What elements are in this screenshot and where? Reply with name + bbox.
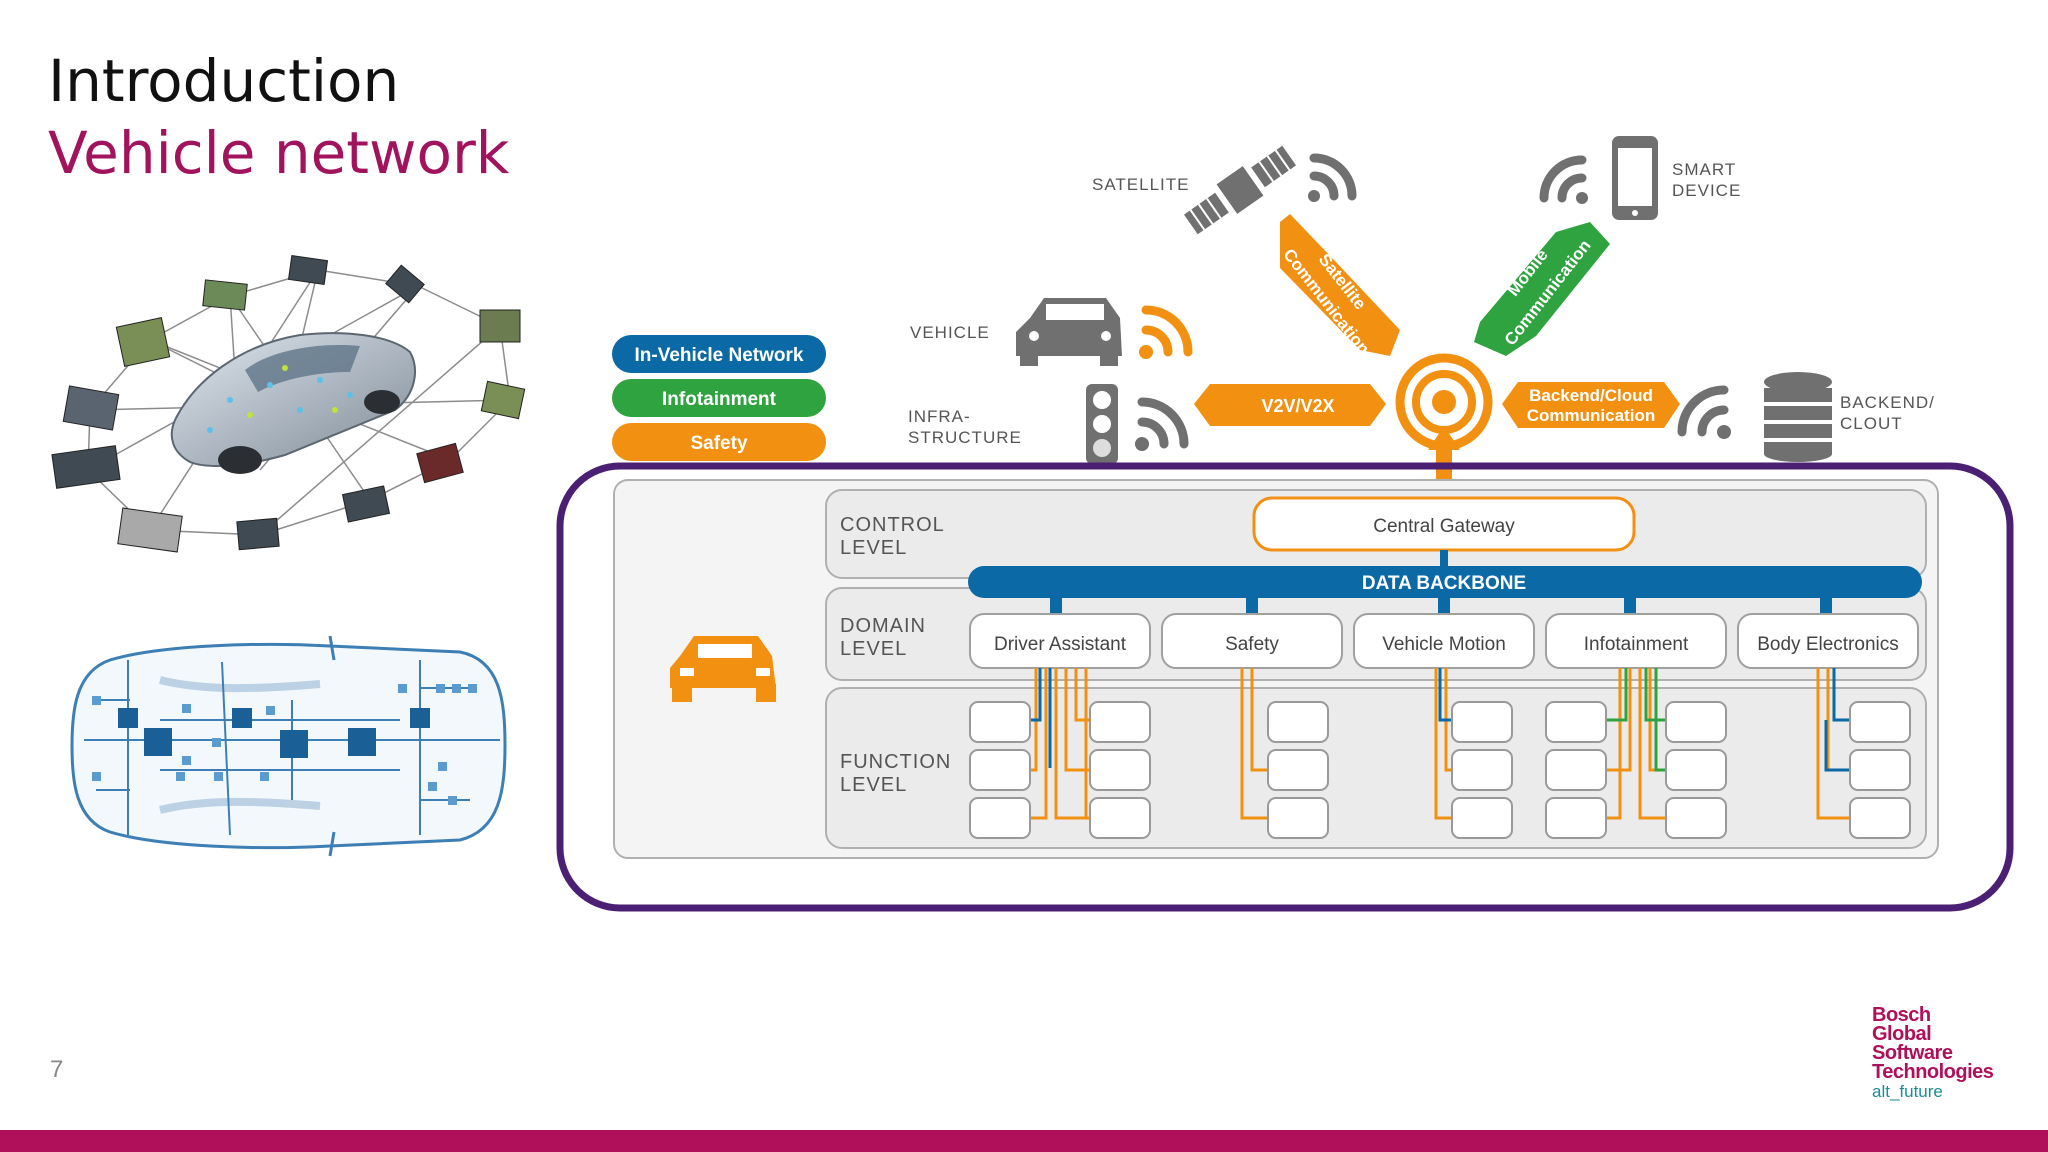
slide-title: Introduction bbox=[48, 47, 400, 115]
function-boxes bbox=[969, 701, 1911, 839]
legend-in-vehicle-pill bbox=[612, 335, 826, 373]
logo-line-3: Software bbox=[1872, 1042, 1953, 1064]
infrastructure-label-1: INFRA- bbox=[908, 407, 971, 426]
domain-level-label-2: LEVEL bbox=[840, 638, 907, 660]
smartphone-icon bbox=[1612, 136, 1658, 220]
infrastructure-label-2: STRUCTURE bbox=[908, 428, 1022, 447]
logo-line-2: Global bbox=[1872, 1023, 1932, 1045]
satellite-comm-arrow: Satellite Communication bbox=[1279, 214, 1400, 358]
logo-line-4: Technologies bbox=[1872, 1061, 1994, 1083]
backend-label-1: BACKEND/ bbox=[1840, 393, 1935, 412]
backend-comm-label-2: Communication bbox=[1527, 406, 1655, 425]
domain-safety-label: Safety bbox=[1225, 634, 1279, 655]
in-vehicle-network: CONTROL LEVEL Central Gateway DOMAIN LEV… bbox=[556, 462, 2014, 912]
wifi-icon bbox=[1135, 397, 1189, 451]
legend-infotainment: Infotainment bbox=[662, 389, 777, 410]
legend-safety: Safety bbox=[690, 433, 747, 454]
satellite-icon bbox=[1183, 145, 1297, 235]
domain-boxes: Driver Assistant Safety Vehicle Motion I… bbox=[969, 613, 1919, 669]
smart-device-label-1: SMART bbox=[1672, 160, 1736, 179]
domain-driver-assistant-label: Driver Assistant bbox=[994, 634, 1127, 655]
legend-infotainment-pill bbox=[612, 379, 826, 417]
function-level-label-1: FUNCTION bbox=[840, 751, 951, 773]
wifi-icon bbox=[1677, 385, 1731, 439]
central-gateway-label: Central Gateway bbox=[1373, 516, 1515, 537]
domain-driver-assistant bbox=[969, 613, 1151, 669]
function-level-label-2: LEVEL bbox=[840, 774, 907, 796]
data-backbone-label: DATA BACKBONE bbox=[1362, 573, 1526, 594]
backend-comm-label-1: Backend/Cloud bbox=[1529, 386, 1653, 405]
backend-label-2: CLOUT bbox=[1840, 414, 1903, 433]
logo-tagline: alt_future bbox=[1872, 1082, 1943, 1101]
backend-comm-arrow: Backend/Cloud Communication bbox=[1502, 382, 1680, 428]
bosch-logo: Bosch Global Software Technologies alt_f… bbox=[1872, 1004, 1994, 1101]
domain-infotainment bbox=[1545, 613, 1727, 669]
domain-vehicle-motion bbox=[1353, 613, 1535, 669]
mobile-comm-arrow: Mobile Communication bbox=[1474, 222, 1610, 356]
external-connectivity: SATELLITE SMART DEVICE bbox=[908, 136, 1935, 498]
logo-line-1: Bosch bbox=[1872, 1004, 1931, 1026]
footer-bar bbox=[0, 1130, 2048, 1152]
smart-device-label-2: DEVICE bbox=[1672, 181, 1741, 200]
legend-safety-pill bbox=[612, 423, 826, 461]
vehicle-boundary bbox=[556, 462, 2014, 912]
data-backbone bbox=[968, 566, 1922, 598]
legend-in-vehicle: In-Vehicle Network bbox=[635, 345, 804, 366]
car-topview-diagram bbox=[70, 635, 507, 857]
vehicle-car-icon bbox=[670, 636, 776, 702]
traffic-light-icon bbox=[1086, 384, 1118, 464]
control-level-label-1: CONTROL bbox=[840, 514, 945, 536]
database-icon bbox=[1764, 372, 1832, 462]
v2v-label: V2V/V2X bbox=[1261, 396, 1334, 416]
page-number: 7 bbox=[50, 1056, 64, 1083]
satellite-label: SATELLITE bbox=[1092, 175, 1190, 194]
wifi-icon bbox=[1139, 305, 1193, 359]
legend: In-Vehicle Network Infotainment Safety bbox=[612, 335, 826, 461]
domain-vehicle-motion-label: Vehicle Motion bbox=[1382, 634, 1506, 655]
ecu-car-photo bbox=[51, 255, 526, 553]
domain-level-label-1: DOMAIN bbox=[840, 615, 926, 637]
domain-infotainment-label: Infotainment bbox=[1584, 634, 1689, 655]
control-level-label-2: LEVEL bbox=[840, 537, 907, 559]
domain-body-electronics-label: Body Electronics bbox=[1757, 634, 1899, 655]
wifi-icon bbox=[1308, 153, 1357, 202]
vehicle-label: VEHICLE bbox=[910, 323, 990, 342]
antenna-icon bbox=[1395, 353, 1493, 498]
wifi-icon bbox=[1539, 155, 1588, 204]
car-icon bbox=[1016, 298, 1122, 366]
v2v-arrow: V2V/V2X bbox=[1194, 384, 1386, 426]
slide-subtitle: Vehicle network bbox=[48, 119, 510, 187]
